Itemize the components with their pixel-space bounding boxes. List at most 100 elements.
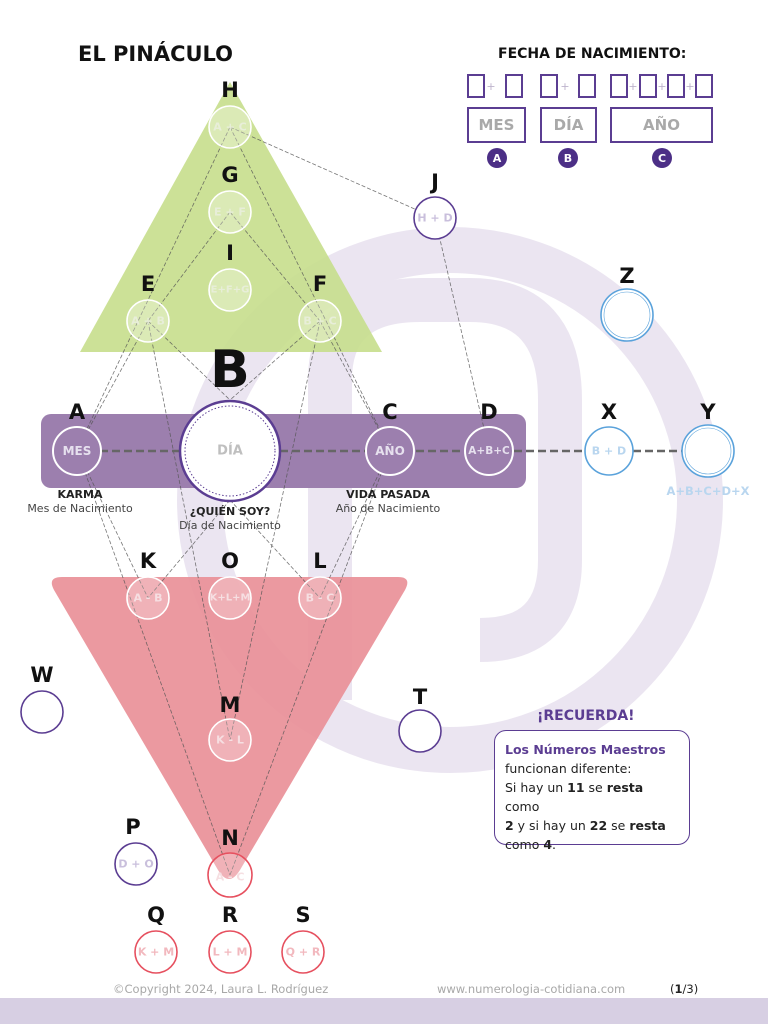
node-w-circle xyxy=(20,690,64,734)
node-d-circle xyxy=(464,426,514,476)
node-n-letter: N xyxy=(221,826,239,850)
year-digit-3[interactable] xyxy=(667,74,685,98)
plus-sign: + xyxy=(628,80,638,93)
node-j-letter: J xyxy=(431,170,439,194)
node-l-formula: B - C xyxy=(305,591,335,605)
footer-website[interactable]: www.numerologia-cotidiana.com xyxy=(437,982,626,996)
year-digit-1[interactable] xyxy=(610,74,628,98)
node-p-formula: D + O xyxy=(118,857,154,871)
node-e-circle xyxy=(126,299,170,343)
plus-sign: + xyxy=(560,80,570,93)
recuerda-line-3: 2 y si hay un 22 se resta xyxy=(505,818,666,833)
node-x-letter: X xyxy=(600,400,618,424)
birthdate-title: FECHA DE NACIMIENTO: xyxy=(498,46,687,62)
node-e-formula: A + B xyxy=(131,314,165,328)
day-digit-2[interactable] xyxy=(578,74,596,98)
caption-vida-text: Año de Nacimiento xyxy=(335,502,441,515)
node-g-letter: G xyxy=(221,163,239,187)
node-c-circle xyxy=(365,426,415,476)
recuerda-box: Los Números Maestros funcionan diferente… xyxy=(494,730,690,852)
month-box[interactable]: MES xyxy=(467,107,526,143)
node-a-letter: A xyxy=(68,400,86,424)
node-y-formula: A+B+C+D+X xyxy=(666,484,750,498)
plus-sign: + xyxy=(685,80,695,93)
day-digit-1[interactable] xyxy=(540,74,558,98)
node-s-letter: S xyxy=(295,903,311,927)
month-digit-2[interactable] xyxy=(505,74,523,98)
node-d-letter: D xyxy=(480,400,498,424)
node-c-letter: C xyxy=(382,400,398,424)
node-y-letter: Y xyxy=(700,400,716,424)
lower-triangle xyxy=(51,577,408,879)
node-i-letter: I xyxy=(226,241,234,265)
node-i-circle xyxy=(208,268,252,312)
node-y-circle xyxy=(681,424,735,478)
node-j-circle xyxy=(413,196,457,240)
node-q-circle xyxy=(134,930,178,974)
node-q-letter: Q xyxy=(147,903,165,927)
month-digit-1[interactable] xyxy=(467,74,485,98)
recuerda-line-1: funcionan diferente: xyxy=(505,761,632,776)
node-s-formula: Q + R xyxy=(285,945,321,959)
node-o-formula: K+L+M xyxy=(209,592,251,604)
footer-band xyxy=(0,998,768,1024)
node-z-letter: Z xyxy=(619,264,635,288)
node-f-formula: B + C xyxy=(303,314,337,328)
recuerda-heading: Los Números Maestros xyxy=(505,742,666,757)
node-t-letter: T xyxy=(412,685,428,709)
node-q-formula: K + M xyxy=(137,945,175,959)
page-number: (1/3) xyxy=(670,982,699,996)
page-title: EL PINÁCULO xyxy=(78,42,234,66)
node-g-circle xyxy=(208,190,252,234)
caption-vida-title: VIDA PASADA xyxy=(346,488,430,501)
node-m-circle xyxy=(208,718,252,762)
node-a-formula: MES xyxy=(62,444,92,458)
node-p-circle xyxy=(114,842,158,886)
node-f-letter: F xyxy=(312,272,328,296)
node-k-formula: A - B xyxy=(133,591,163,605)
badge-a: A xyxy=(487,148,507,168)
node-w-letter: W xyxy=(30,663,54,687)
year-box[interactable]: AÑO xyxy=(610,107,713,143)
node-o-letter: O xyxy=(221,549,239,573)
node-p-letter: P xyxy=(125,815,141,839)
caption-vida: VIDA PASADA Año de Nacimiento xyxy=(318,488,458,516)
plus-sign: + xyxy=(486,80,496,93)
year-digit-4[interactable] xyxy=(695,74,713,98)
node-m-formula: K - L xyxy=(216,733,244,747)
plus-sign: + xyxy=(657,80,667,93)
caption-quien: ¿QUIÉN SOY? Día de Nacimiento xyxy=(160,505,300,533)
node-s-circle xyxy=(281,930,325,974)
caption-karma: KARMA Mes de Nacimiento xyxy=(10,488,150,516)
caption-karma-text: Mes de Nacimiento xyxy=(27,502,133,515)
node-b-formula: DÍA xyxy=(217,443,243,459)
node-z-circle xyxy=(600,288,654,342)
recuerda-line-4: como 4. xyxy=(505,837,557,852)
caption-quien-title: ¿QUIÉN SOY? xyxy=(189,505,271,518)
node-x-circle xyxy=(584,426,634,476)
node-f-circle xyxy=(298,299,342,343)
recuerda-line-2: Si hay un 11 se resta como xyxy=(505,780,644,814)
caption-karma-title: KARMA xyxy=(57,488,103,501)
node-n-circle xyxy=(207,852,253,898)
node-h-circle xyxy=(208,105,252,149)
node-r-letter: R xyxy=(221,903,239,927)
node-l-circle xyxy=(298,576,342,620)
node-d-formula: A+B+C xyxy=(468,445,510,457)
node-n-formula: A - C xyxy=(215,870,245,884)
node-l-letter: L xyxy=(313,549,327,573)
node-k-letter: K xyxy=(139,549,157,573)
recuerda-title: ¡RECUERDA! xyxy=(537,708,635,724)
node-k-circle xyxy=(126,576,170,620)
node-g-formula: E + F xyxy=(214,205,246,219)
day-box[interactable]: DÍA xyxy=(540,107,597,143)
badge-b: B xyxy=(558,148,578,168)
node-j-formula: H + D xyxy=(417,211,453,225)
node-a-circle xyxy=(52,426,102,476)
node-x-formula: B + D xyxy=(591,444,627,458)
node-c-formula: AÑO xyxy=(375,444,405,458)
node-r-circle xyxy=(208,930,252,974)
footer-copyright: ©Copyright 2024, Laura L. Rodríguez xyxy=(113,982,329,996)
year-digit-2[interactable] xyxy=(639,74,657,98)
